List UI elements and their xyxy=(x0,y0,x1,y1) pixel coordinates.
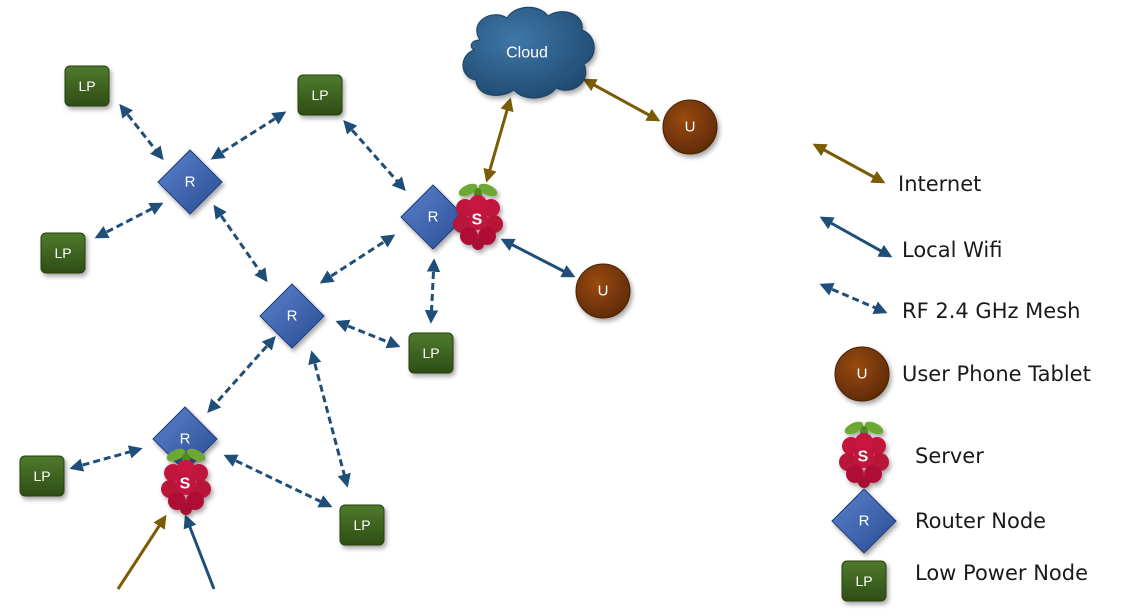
server-node-label: S xyxy=(180,476,191,493)
user-icon: U xyxy=(834,346,890,402)
router-node: R xyxy=(157,149,223,215)
lp-node: LP xyxy=(297,74,343,116)
internet-links xyxy=(483,78,661,183)
mesh-link xyxy=(308,350,351,488)
mesh-link xyxy=(210,111,287,160)
svg-text:S: S xyxy=(858,449,869,466)
legend-label: RF 2.4 GHz Mesh xyxy=(902,299,1080,323)
lp-node-label: LP xyxy=(353,517,370,533)
legend-item-server: S Server xyxy=(839,419,984,488)
mesh-link xyxy=(94,202,164,239)
server-node: S xyxy=(161,446,211,515)
lp-node: LP xyxy=(408,332,454,374)
lp-node-label: LP xyxy=(78,78,95,94)
lp-icon: LP xyxy=(841,560,887,602)
mesh-link xyxy=(119,103,164,161)
wifi-link xyxy=(183,514,216,590)
legend-item-router: R Router Node xyxy=(831,488,1046,554)
router-node-label: R xyxy=(185,174,196,191)
router-icon: R xyxy=(831,488,897,554)
user-node: U xyxy=(662,99,718,155)
user-node-circle xyxy=(662,99,718,155)
lp-node-label: LP xyxy=(33,468,50,484)
mesh-link xyxy=(424,258,441,324)
mesh-link xyxy=(319,234,396,284)
internet-in-link xyxy=(116,514,167,590)
lp-node-label: LP xyxy=(54,245,71,261)
internet-link xyxy=(582,78,661,122)
wifi-in-link xyxy=(183,514,216,590)
router-node-label: R xyxy=(287,308,298,325)
mesh-arrow-icon xyxy=(819,283,888,314)
user-node-label: U xyxy=(685,119,696,136)
legend-label: Low Power Node xyxy=(915,561,1088,585)
lp-node: LP xyxy=(339,504,385,546)
internet-link xyxy=(483,97,514,183)
legend-item-rf-mesh: RF 2.4 GHz Mesh xyxy=(819,283,1080,323)
mesh-link xyxy=(213,204,268,283)
legend-item-low-power: LP Low Power Node xyxy=(841,560,1088,602)
legend-label: Server xyxy=(915,444,984,468)
server-node-label: S xyxy=(472,212,483,229)
user-node-label: U xyxy=(598,283,609,300)
mesh-link xyxy=(343,119,406,192)
router-node-label: R xyxy=(180,431,191,448)
mesh-link xyxy=(335,319,401,349)
cloud-node: Cloud xyxy=(462,6,595,99)
mesh-link xyxy=(69,445,143,472)
legend-item-local-wifi: Local Wifi xyxy=(819,216,1002,262)
router-node: R xyxy=(152,406,218,472)
lp-node-label: LP xyxy=(311,87,328,103)
legend-label: Router Node xyxy=(915,509,1046,533)
mesh-link xyxy=(223,454,333,508)
legend-label: Local Wifi xyxy=(902,238,1002,262)
wifi-arrow-icon xyxy=(819,216,893,258)
router-node-label: R xyxy=(428,209,439,226)
connections xyxy=(69,78,661,590)
legend-item-user: U User Phone Tablet xyxy=(834,346,1091,402)
cloud-label: Cloud xyxy=(506,45,548,62)
legend: Internet Local Wifi RF 2.4 GHz Mesh U Us… xyxy=(812,143,1091,602)
rf-mesh-links xyxy=(69,103,441,508)
svg-text:R: R xyxy=(859,513,870,530)
lp-node: LP xyxy=(64,65,110,107)
internet-arrow-icon xyxy=(812,143,886,184)
user-node-circle xyxy=(575,263,631,319)
mesh-link xyxy=(207,335,276,414)
svg-text:LP: LP xyxy=(855,573,872,589)
internet-link xyxy=(116,514,167,590)
router-node: R xyxy=(259,283,325,349)
cloud-shape xyxy=(462,6,595,99)
router-node: R xyxy=(400,184,466,250)
lp-node: LP xyxy=(19,455,65,497)
lp-node-label: LP xyxy=(422,345,439,361)
legend-item-internet: Internet xyxy=(812,143,981,196)
lp-node: LP xyxy=(40,232,86,274)
user-node: U xyxy=(575,263,631,319)
svg-text:U: U xyxy=(857,366,868,383)
wifi-link xyxy=(500,238,576,278)
legend-label: User Phone Tablet xyxy=(902,362,1091,386)
legend-label: Internet xyxy=(898,172,981,196)
server-node: S xyxy=(453,181,503,250)
raspberry-server-icon: S xyxy=(839,419,889,488)
wifi-links xyxy=(500,238,576,278)
